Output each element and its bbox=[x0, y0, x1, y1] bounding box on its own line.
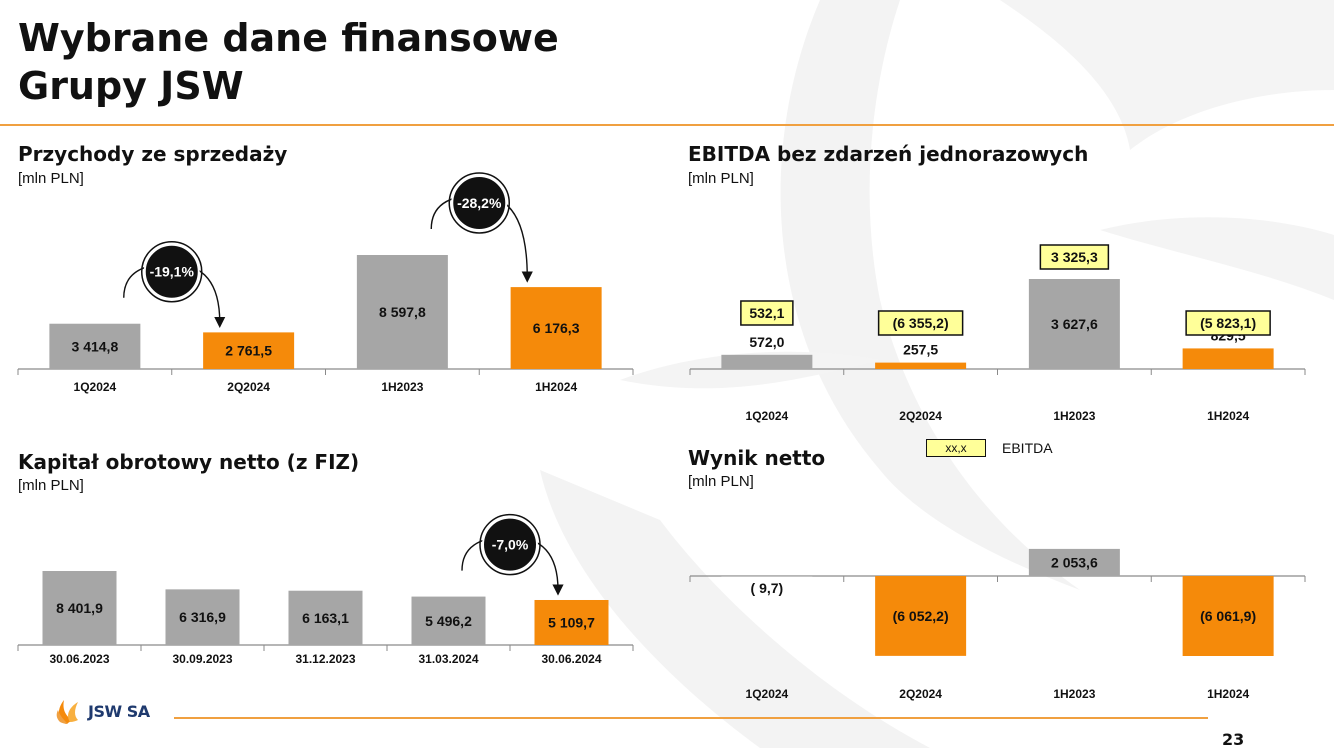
page-number: 23 bbox=[1222, 730, 1245, 749]
chart2-ebitda-label: (5 823,1) bbox=[1200, 315, 1256, 331]
chart2-category-label: 1H2024 bbox=[1207, 409, 1249, 423]
chart3-change-badge bbox=[482, 516, 538, 573]
chart2-ebitda-label: 3 325,3 bbox=[1051, 249, 1098, 265]
chart1-value-label: 6 176,3 bbox=[533, 320, 580, 336]
chart3-category-label: 30.06.2023 bbox=[49, 652, 109, 666]
chart1-bar bbox=[510, 287, 602, 369]
company-logo: JSW SA bbox=[52, 696, 150, 726]
background-leaf-shape bbox=[780, 0, 1080, 590]
chart3-value-label: 6 316,9 bbox=[179, 609, 226, 625]
chart2-ebitda-box bbox=[1185, 310, 1271, 336]
chart2-ebitda-box bbox=[877, 310, 964, 336]
chart4-category-label: 1H2024 bbox=[1207, 687, 1249, 701]
net-result-panel-unit: [mln PLN] bbox=[688, 473, 754, 490]
chart2-value-label: 572,0 bbox=[749, 334, 784, 350]
ebitda-panel-unit: [mln PLN] bbox=[688, 170, 754, 187]
chart4-category-label: 1Q2024 bbox=[746, 687, 789, 701]
chart4-value-label: (6 061,9) bbox=[1200, 608, 1256, 624]
chart2-value-label: 3 627,6 bbox=[1051, 316, 1098, 332]
logo-flame-icon bbox=[56, 700, 78, 724]
working-capital-panel-title: Kapitał obrotowy netto (z FIZ) bbox=[18, 450, 360, 474]
chart3-value-label: 5 496,2 bbox=[425, 613, 472, 629]
legend-swatch: xx,x bbox=[926, 439, 986, 457]
chart4-category-label: 1H2023 bbox=[1053, 687, 1095, 701]
chart2-category-label: 1Q2024 bbox=[746, 409, 789, 423]
background-leaf-shape bbox=[620, 351, 880, 389]
chart1-change-badge bbox=[143, 243, 200, 300]
page-title-line2: Grupy JSW bbox=[18, 64, 244, 108]
chart3-value-label: 6 163,1 bbox=[302, 610, 349, 626]
working-capital-panel-unit: [mln PLN] bbox=[18, 477, 84, 494]
chart1-value-label: 2 761,5 bbox=[225, 343, 272, 359]
chart3-bar bbox=[42, 571, 117, 645]
chart3-change-label: -7,0% bbox=[492, 537, 529, 553]
chart3-bar bbox=[534, 599, 609, 645]
chart1-bar bbox=[356, 255, 448, 369]
chart1-category-label: 1Q2024 bbox=[74, 380, 117, 394]
page-title-line1: Wybrane dane finansowe bbox=[18, 16, 559, 60]
chart2-ebitda-box bbox=[1039, 244, 1110, 270]
chart1-value-label: 8 597,8 bbox=[379, 304, 426, 320]
chart3-change-badge-ring bbox=[479, 513, 541, 576]
revenue-panel-title: Przychody ze sprzedaży bbox=[18, 142, 288, 166]
chart4-category-label: 2Q2024 bbox=[899, 687, 942, 701]
chart1-category-label: 1H2024 bbox=[535, 380, 577, 394]
chart2-ebitda-label: 532,1 bbox=[749, 305, 784, 321]
chart4-bar bbox=[875, 576, 967, 656]
chart3-bar bbox=[411, 596, 486, 645]
chart2-category-label: 2Q2024 bbox=[899, 409, 942, 423]
revenue-panel-unit: [mln PLN] bbox=[18, 170, 84, 187]
chart2-ebitda-box bbox=[740, 300, 794, 326]
chart2-value-label: 257,5 bbox=[903, 342, 938, 358]
page-title: Wybrane dane finansowe Grupy JSW bbox=[18, 14, 559, 110]
background-leaf-shape bbox=[1000, 0, 1334, 150]
chart1-value-label: 3 414,8 bbox=[72, 338, 119, 354]
logo-text: JSW SA bbox=[88, 701, 150, 721]
legend-label: EBITDA bbox=[1002, 440, 1053, 456]
chart1-change-label: -28,2% bbox=[457, 195, 502, 211]
footer-divider bbox=[174, 717, 1208, 719]
chart3-category-label: 31.03.2024 bbox=[418, 652, 478, 666]
chart2-ebitda-label: (6 355,2) bbox=[893, 315, 949, 331]
background-leaf-shape bbox=[540, 470, 930, 748]
chart1-change-badge bbox=[451, 175, 508, 231]
chart4-value-label: 2 053,6 bbox=[1051, 554, 1098, 570]
chart4-bar bbox=[1028, 548, 1120, 576]
chart2-bar bbox=[1182, 348, 1274, 369]
chart1-category-label: 1H2023 bbox=[381, 380, 423, 394]
chart2-bar bbox=[875, 362, 967, 369]
chart1-bar bbox=[49, 323, 141, 369]
chart4-bar bbox=[721, 576, 813, 577]
chart1-bar bbox=[203, 332, 295, 369]
chart1-change-label: -19,1% bbox=[150, 264, 195, 280]
chart2-bar bbox=[721, 354, 813, 369]
chart2-category-label: 1H2023 bbox=[1053, 409, 1095, 423]
background-leaf-shape bbox=[1100, 217, 1334, 300]
chart3-value-label: 8 401,9 bbox=[56, 600, 103, 616]
chart4-value-label: ( 9,7) bbox=[751, 580, 784, 596]
chart3-category-label: 30.09.2023 bbox=[172, 652, 232, 666]
chart3-value-label: 5 109,7 bbox=[548, 614, 595, 630]
ebitda-panel-title: EBITDA bez zdarzeń jednorazowych bbox=[688, 142, 1089, 166]
title-divider bbox=[0, 124, 1334, 126]
chart3-bar bbox=[288, 590, 363, 645]
chart4-bar bbox=[1182, 576, 1274, 656]
chart2-bar bbox=[1028, 279, 1120, 369]
chart3-category-label: 30.06.2024 bbox=[541, 652, 601, 666]
chart4-value-label: (6 052,2) bbox=[893, 608, 949, 624]
chart3-category-label: 31.12.2023 bbox=[295, 652, 355, 666]
chart3-bar bbox=[165, 589, 240, 645]
chart1-change-badge-ring bbox=[141, 240, 203, 303]
chart1-category-label: 2Q2024 bbox=[227, 380, 270, 394]
chart1-change-badge-ring bbox=[448, 172, 510, 234]
net-result-panel-title: Wynik netto bbox=[688, 446, 826, 470]
ebitda-legend: xx,x EBITDA bbox=[926, 439, 1053, 457]
